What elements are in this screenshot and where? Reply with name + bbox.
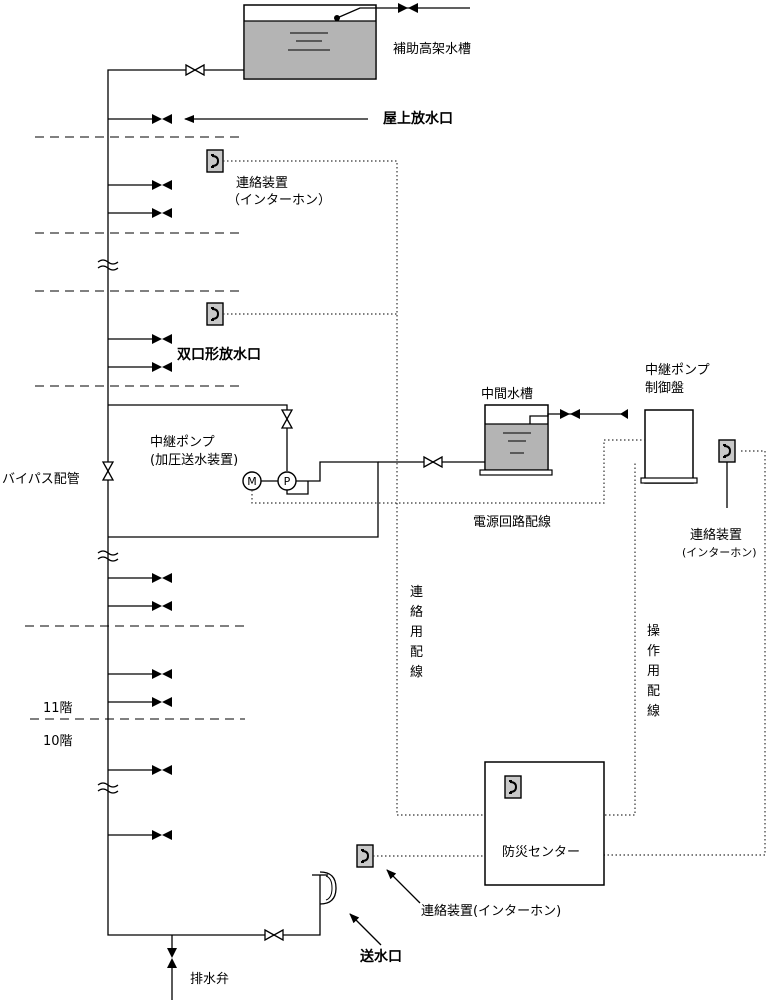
disaster-prevention-center bbox=[484, 761, 605, 886]
communication-wiring bbox=[223, 160, 636, 816]
svg-text:用: 用 bbox=[410, 625, 423, 640]
outlet-valves bbox=[108, 180, 172, 840]
svg-text:線: 線 bbox=[410, 664, 423, 680]
floor-lines bbox=[25, 136, 245, 720]
bypass-label: バイパス配管 bbox=[2, 472, 80, 487]
inlet-gate-valve bbox=[264, 929, 284, 941]
tank-float-valve bbox=[334, 3, 470, 21]
operation-wiring-label: 操 作 用 配 線 bbox=[647, 623, 660, 719]
svg-text:M: M bbox=[247, 475, 257, 488]
intercom-top-label-2: （インターホン） bbox=[227, 193, 331, 208]
svg-text:配: 配 bbox=[647, 684, 660, 699]
floor-11-label: 11階 bbox=[43, 701, 73, 716]
drain-valve bbox=[167, 935, 177, 1000]
right-intercom-wiring bbox=[604, 450, 766, 856]
intercom-icon bbox=[206, 149, 224, 173]
relay-pump-label-1: 中継ポンプ bbox=[150, 435, 215, 450]
relay-pump-control-panel bbox=[640, 409, 698, 484]
auxiliary-elevated-tank bbox=[243, 4, 377, 80]
control-panel-label-1: 中継ポンプ bbox=[645, 363, 710, 378]
svg-text:操: 操 bbox=[647, 623, 660, 639]
intercom-right-label-1: 連絡装置 bbox=[690, 527, 742, 543]
rooftop-outlet-valve bbox=[152, 114, 172, 124]
power-wiring-label: 電源回路配線 bbox=[473, 514, 551, 530]
svg-text:配: 配 bbox=[410, 645, 423, 660]
intercom-icon bbox=[356, 844, 374, 868]
floor-10-label: 10階 bbox=[43, 734, 73, 749]
drain-valve-label: 排水弁 bbox=[190, 972, 229, 987]
intercom-icon bbox=[718, 439, 736, 463]
intermediate-tank bbox=[479, 404, 628, 476]
comm-wiring-label: 連 絡 用 配 線 bbox=[410, 585, 423, 680]
relay-pump: M P bbox=[108, 461, 379, 538]
intercom-top-label-1: 連絡装置 bbox=[236, 175, 288, 191]
intercom-icon bbox=[504, 775, 522, 799]
main-riser-pipe bbox=[107, 69, 321, 936]
intercom-icon bbox=[206, 302, 224, 326]
svg-text:連: 連 bbox=[410, 585, 423, 600]
inlet-label: 送水口 bbox=[359, 948, 402, 965]
tank-label: 補助高架水槽 bbox=[393, 41, 471, 57]
twin-outlet-label: 双口形放水口 bbox=[177, 346, 261, 363]
svg-text:絡: 絡 bbox=[410, 604, 423, 620]
intercom-right-label-2: (インターホン) bbox=[682, 546, 757, 559]
svg-text:作: 作 bbox=[647, 644, 660, 659]
power-circuit-wiring bbox=[251, 439, 645, 504]
svg-text:P: P bbox=[284, 475, 291, 488]
mid-tank-gate-valve bbox=[423, 456, 443, 468]
intercom-arrow bbox=[386, 869, 421, 904]
intercom-bottom-label: 連絡装置(インターホン) bbox=[421, 903, 561, 919]
tank-gate-valve bbox=[185, 64, 205, 76]
svg-text:用: 用 bbox=[647, 664, 660, 679]
disaster-center-label: 防災センター bbox=[502, 844, 580, 860]
fire-department-inlet bbox=[312, 871, 337, 905]
inlet-arrow bbox=[349, 913, 382, 946]
mid-tank-label: 中間水槽 bbox=[481, 387, 533, 402]
pump-bypass-valve bbox=[281, 409, 293, 429]
relay-pump-label-2: (加圧送水装置) bbox=[150, 453, 238, 468]
control-panel-label-2: 制御盤 bbox=[645, 381, 684, 396]
bypass-valve bbox=[102, 461, 114, 481]
rooftop-outlet-label: 屋上放水口 bbox=[383, 110, 453, 127]
svg-text:線: 線 bbox=[647, 703, 660, 719]
